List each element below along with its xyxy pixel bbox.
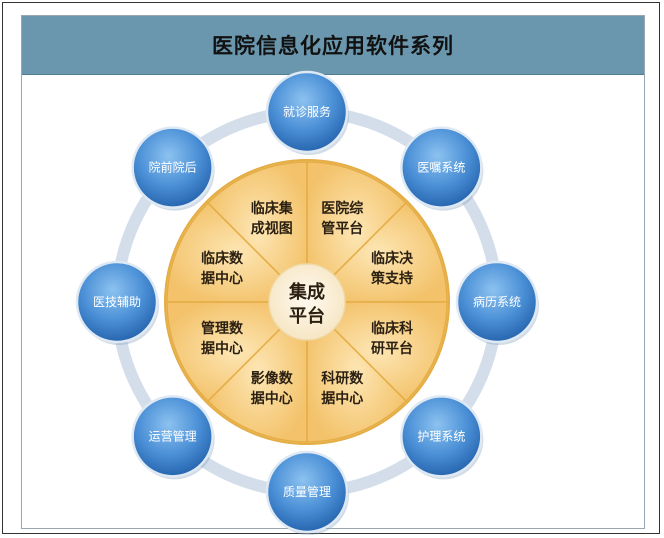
system-node-3: 病历系统 [455, 260, 539, 345]
segment-label-line1: 管理数 [201, 320, 244, 337]
wheel-segment-2 [305, 201, 448, 303]
segment-label-line2: 研平台 [371, 340, 413, 357]
node-label: 质量管理 [283, 484, 331, 499]
title-bar: 医院信息化应用软件系列 [22, 16, 644, 75]
segment-label-line2: 据中心 [201, 340, 243, 357]
segment-label-line1: 临床决 [371, 250, 414, 267]
segment-label-line1: 影像数 [251, 370, 294, 387]
wheel-segment-1 [306, 161, 408, 304]
node-label: 病历系统 [473, 294, 521, 309]
system-node-4: 护理系统 [400, 395, 484, 480]
node-circle [75, 260, 159, 344]
node-circle [265, 450, 349, 534]
system-node-2: 医嘱系统 [400, 126, 484, 211]
wheel-segment-6 [166, 301, 309, 403]
system-node-5: 质量管理 [265, 450, 349, 535]
segment-label-line2: 据中心 [321, 390, 363, 407]
segment-label-line1: 临床集 [251, 200, 294, 217]
node-circle [400, 395, 483, 478]
system-node-6: 运营管理 [131, 395, 215, 480]
node-label: 运营管理 [149, 428, 197, 443]
node-circle [455, 260, 539, 344]
wheel-segment-4 [306, 300, 408, 443]
diagram-title: 医院信息化应用软件系列 [212, 34, 454, 58]
node-circle [131, 395, 214, 478]
wheel-segment-8 [206, 161, 308, 304]
node-label: 就诊服务 [283, 104, 331, 119]
node-label: 院前院后 [149, 160, 197, 175]
wheel-segment-3 [305, 301, 448, 403]
node-circle [265, 70, 349, 154]
node-circle [400, 126, 483, 209]
node-label: 医嘱系统 [417, 161, 465, 175]
segment-label-line1: 医院综 [321, 200, 363, 217]
node-circle [131, 126, 214, 209]
segment-label-line2: 据中心 [201, 270, 243, 287]
segment-label-line2: 成视图 [251, 220, 293, 237]
segment-label-line1: 科研数 [321, 370, 364, 387]
segment-label-line2: 策支持 [370, 270, 413, 287]
hub-label-line1: 集成 [288, 281, 325, 303]
segment-label-line2: 据中心 [251, 390, 293, 407]
system-node-7: 医技辅助 [75, 260, 159, 345]
segment-label-line1: 临床数 [201, 250, 244, 267]
wheel-segment-5 [206, 300, 308, 443]
wheel-segment-7 [166, 201, 309, 303]
node-label: 护理系统 [417, 429, 465, 443]
hub-circle [268, 263, 346, 341]
node-label: 医技辅助 [93, 295, 141, 309]
segment-label-line1: 临床科 [371, 320, 413, 337]
system-node-8: 院前院后 [131, 126, 215, 211]
segment-label-line2: 管平台 [321, 220, 363, 237]
system-node-1: 就诊服务 [265, 70, 349, 155]
hub-label-line2: 平台 [289, 305, 325, 327]
